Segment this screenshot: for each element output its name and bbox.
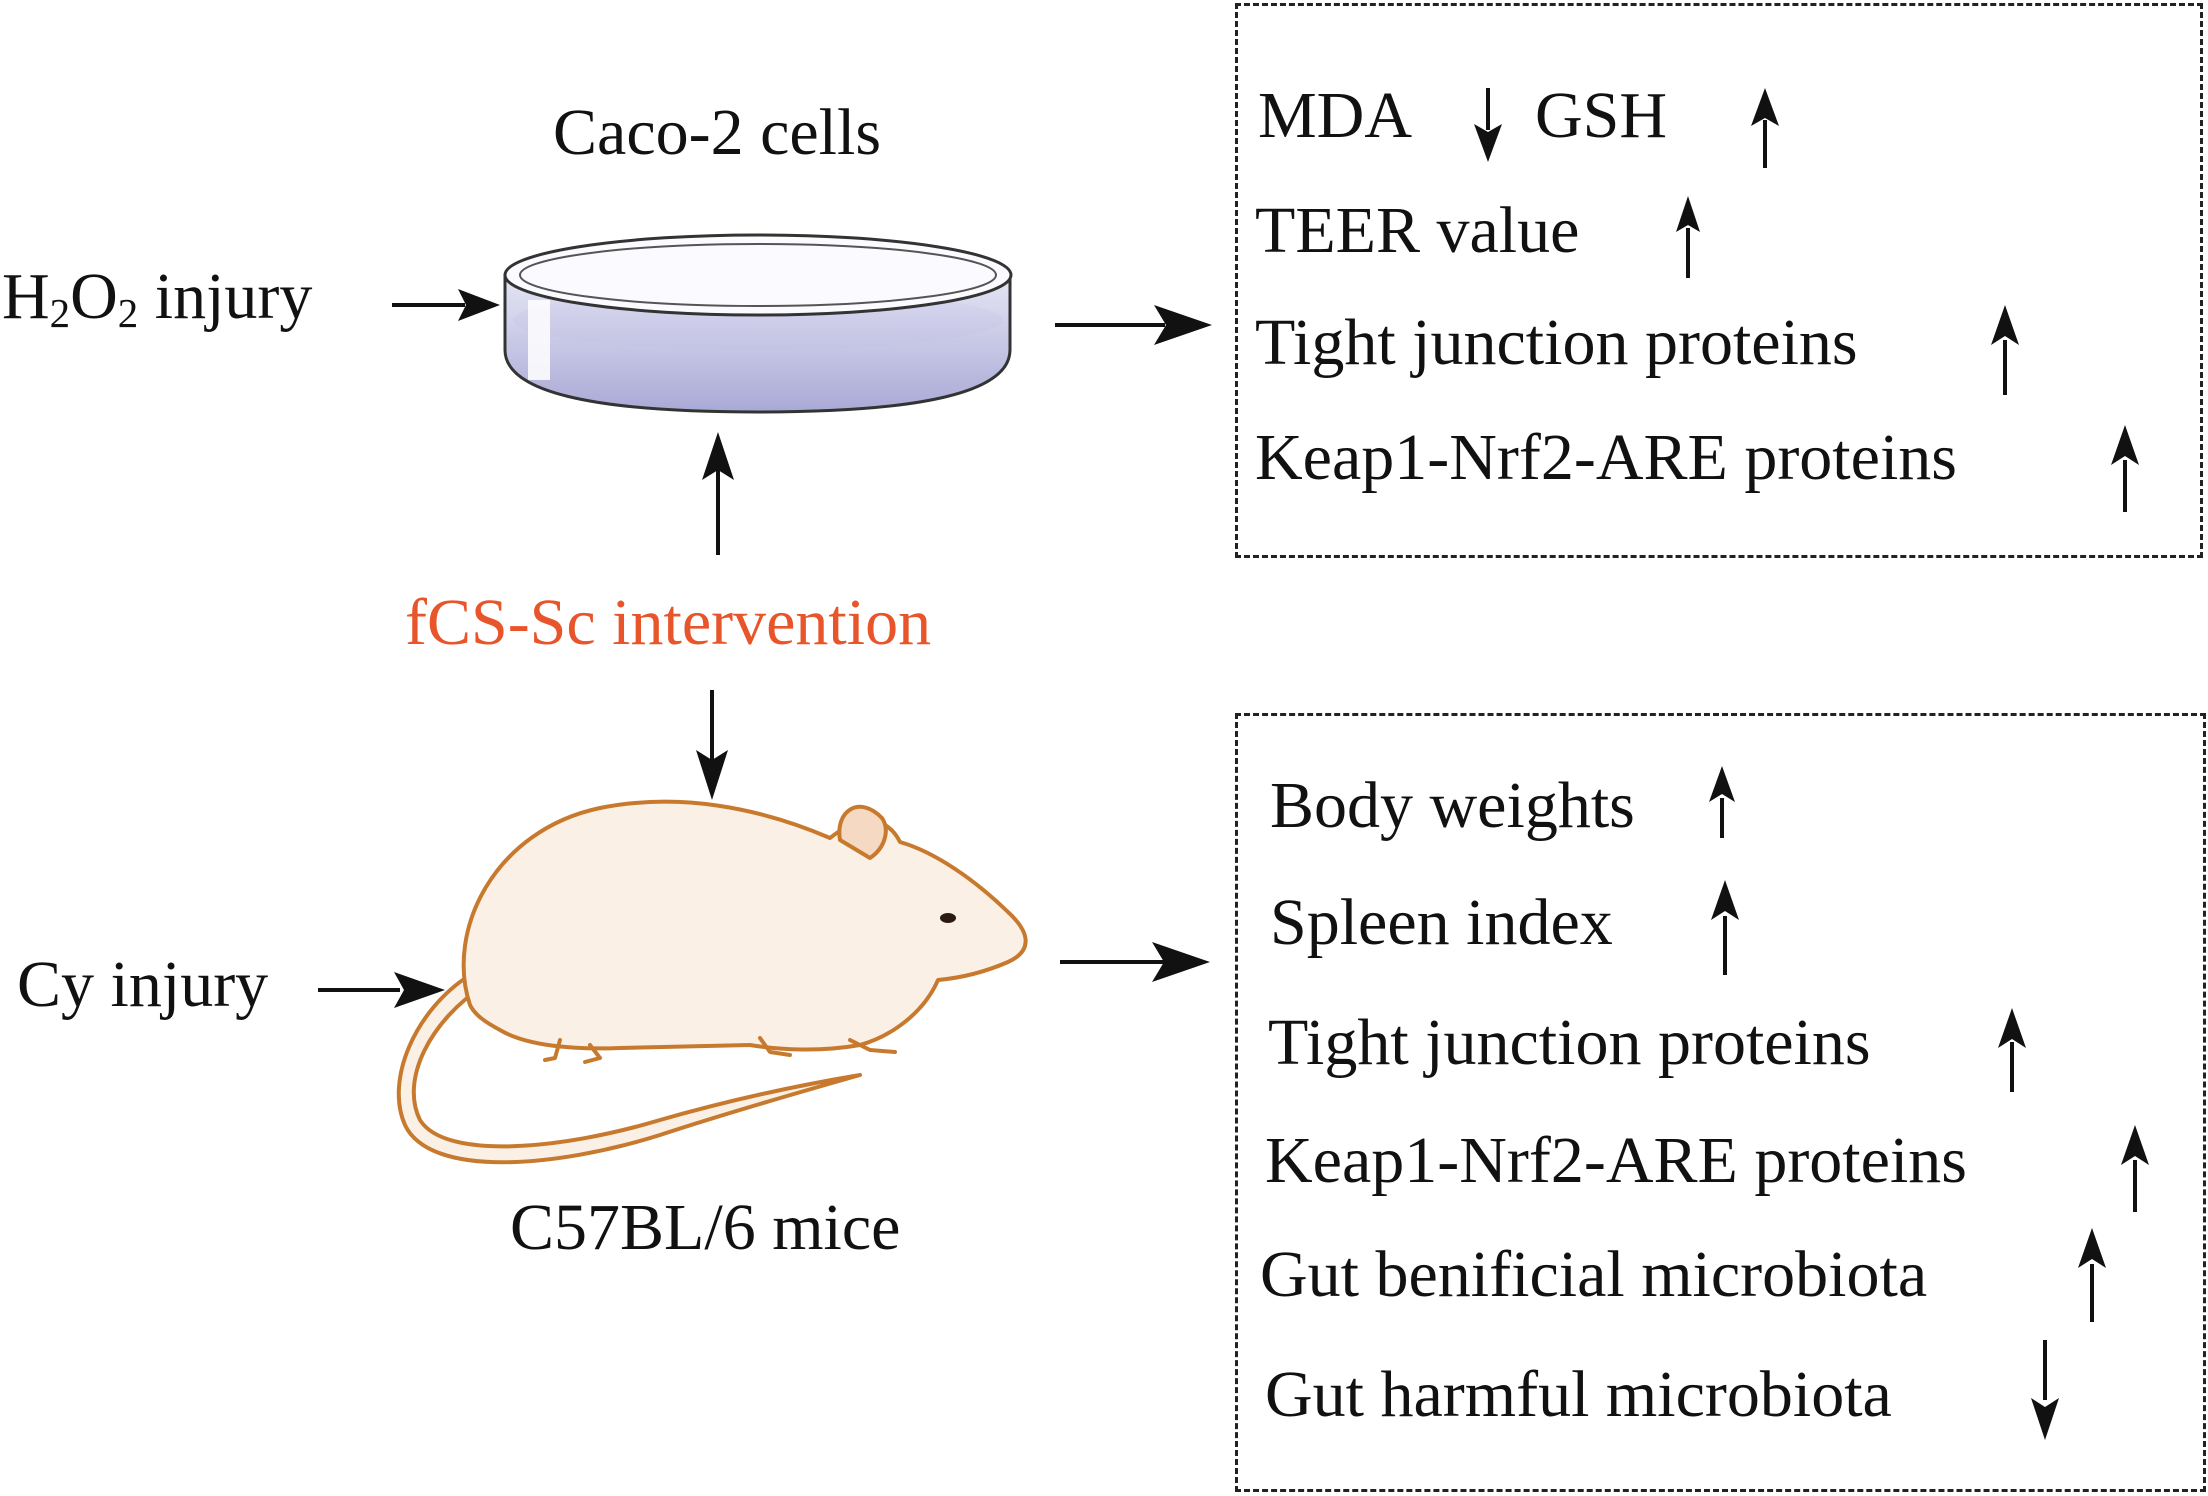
arrow-up-icon — [1991, 305, 2019, 395]
arrow-right-icon — [318, 972, 445, 1008]
cell-results-box — [1235, 3, 2203, 558]
h2o2-suffix: injury — [138, 260, 313, 333]
arrow-down-icon — [1474, 88, 1502, 162]
h2o2-injury-label: H2O2 injury — [2, 264, 312, 334]
arrow-up-icon — [1751, 88, 1779, 168]
arrow-down-icon — [696, 690, 728, 800]
cy-injury-label: Cy injury — [17, 948, 269, 1021]
teer-label: TEER value — [1255, 194, 1580, 267]
arrow-up-icon — [1711, 880, 1739, 975]
intervention-label: fCS-Sc intervention — [405, 586, 932, 659]
arrow-up-icon — [2078, 1228, 2106, 1322]
gut-harmful-label: Gut harmful microbiota — [1265, 1358, 1892, 1431]
mouse-eye — [940, 913, 956, 923]
caco2-label: Caco-2 cells — [553, 96, 882, 169]
mda-label: MDA — [1258, 79, 1413, 152]
arrow-right-icon — [1060, 942, 1210, 982]
body-weights-label: Body weights — [1270, 769, 1635, 842]
arrow-right-icon — [1055, 305, 1212, 345]
mice-tight-junction-label: Tight junction proteins — [1268, 1006, 1871, 1079]
petri-dish-icon — [503, 233, 1013, 414]
mice-label: C57BL/6 mice — [510, 1191, 901, 1264]
arrow-up-icon — [702, 432, 734, 555]
arrow-up-icon — [1676, 196, 1700, 278]
cell-keap1-label: Keap1-Nrf2-ARE proteins — [1255, 421, 1957, 494]
arrow-down-icon — [2031, 1340, 2059, 1440]
mice-results-box — [1235, 713, 2206, 1492]
gsh-label: GSH — [1535, 79, 1668, 152]
arrow-up-icon — [1998, 1008, 2026, 1092]
h2o2-prefix: H — [2, 260, 50, 333]
arrow-right-icon — [392, 289, 500, 321]
gut-beneficial-label: Gut benificial microbiota — [1260, 1238, 1928, 1311]
h2o2-mid: O — [70, 260, 118, 333]
h2o2-sub-1: 2 — [49, 291, 71, 336]
arrow-up-icon — [1709, 766, 1735, 838]
spleen-index-label: Spleen index — [1270, 886, 1613, 959]
mouse-icon — [396, 799, 1028, 1165]
cell-tight-junction-label: Tight junction proteins — [1255, 306, 1858, 379]
h2o2-sub-2: 2 — [117, 291, 139, 336]
arrow-up-icon — [2111, 425, 2139, 512]
arrow-up-icon — [2121, 1125, 2149, 1212]
mice-keap1-label: Keap1-Nrf2-ARE proteins — [1265, 1124, 1967, 1197]
